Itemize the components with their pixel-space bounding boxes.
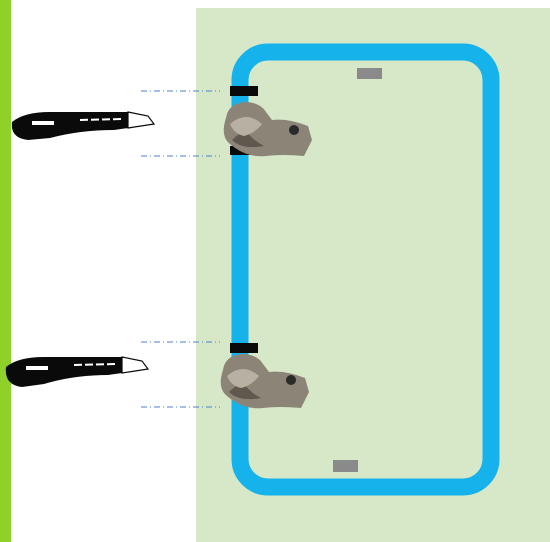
grey-pad-bottom	[333, 460, 358, 472]
blue-frame	[231, 43, 500, 496]
cut-marker-1	[230, 86, 258, 96]
pipe-clamp-icon	[223, 102, 312, 157]
utility-knife-icon	[11, 111, 156, 140]
guide-lines	[141, 90, 220, 408]
accent-bar	[0, 0, 11, 542]
pipe-clamp-icon	[220, 354, 309, 409]
grey-pad-top	[357, 68, 382, 79]
cut-marker-3	[230, 343, 258, 353]
utility-knife-icon	[5, 356, 150, 387]
